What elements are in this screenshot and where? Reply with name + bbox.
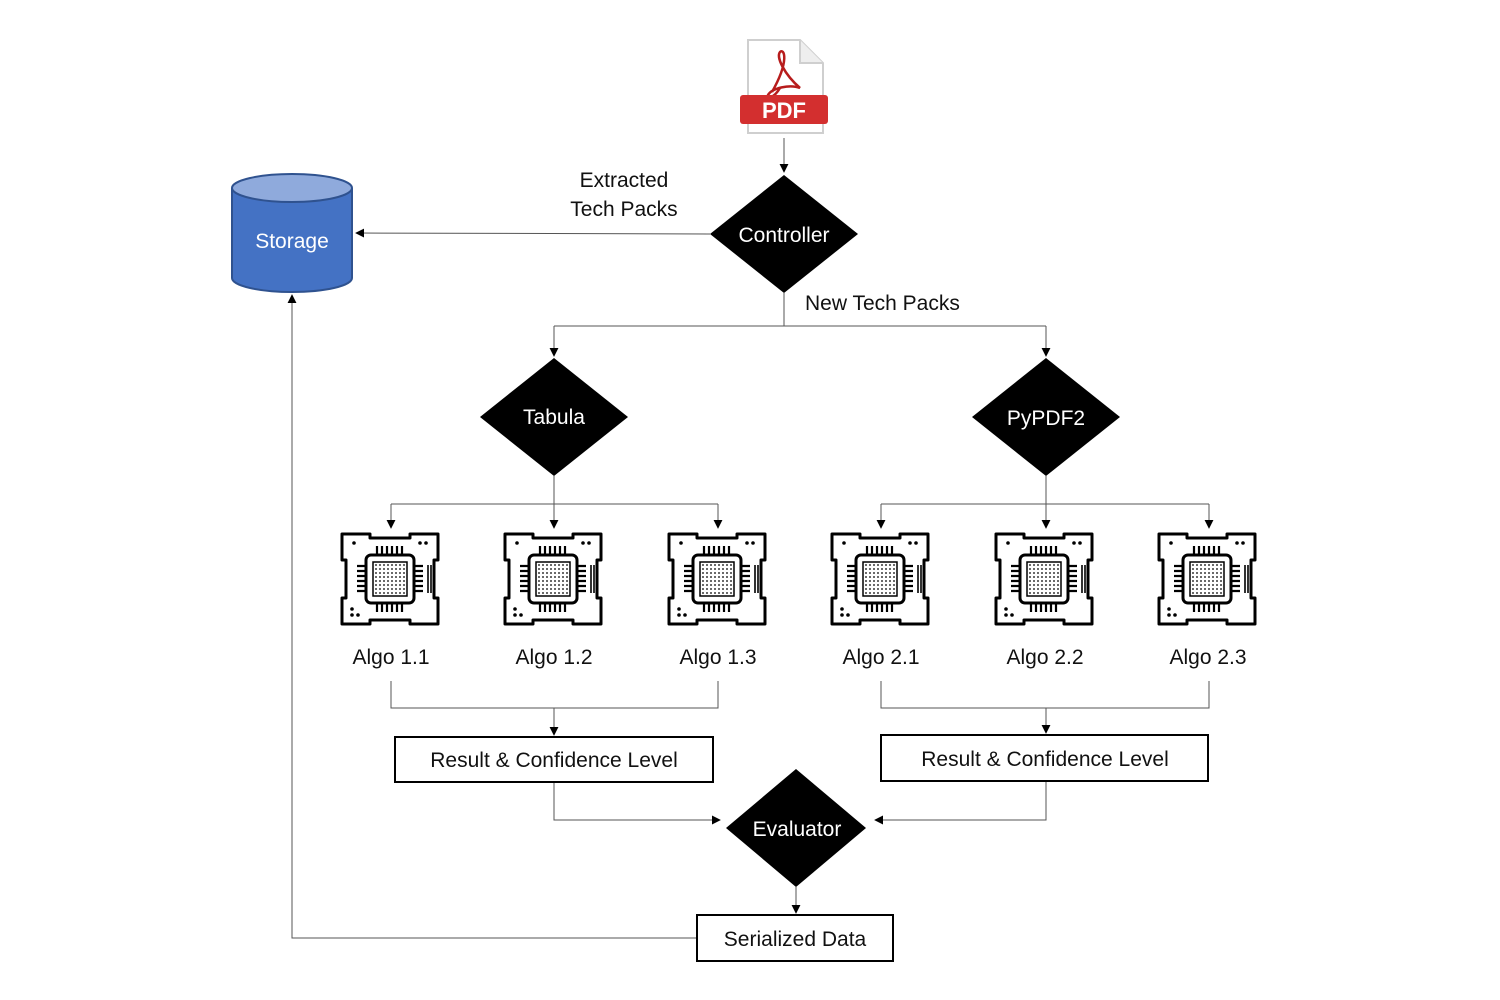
storage-node[interactable]: Storage <box>231 173 353 293</box>
processor-chip-icon <box>994 532 1094 626</box>
evaluator-label: Evaluator <box>753 818 842 841</box>
algo-label: Algo 1.1 <box>352 646 429 669</box>
edge-label-extracted: Extracted <box>580 169 669 192</box>
processor-chip-icon <box>1157 532 1257 626</box>
arrow-result-left-evaluator <box>553 782 721 825</box>
result-box-left[interactable]: Result & Confidence Level <box>394 736 714 783</box>
processor-chip-icon <box>667 532 767 626</box>
result-label-left: Result & Confidence Level <box>430 749 677 772</box>
algo-label: Algo 2.3 <box>1169 646 1246 669</box>
line-algos2-merge <box>880 681 1210 709</box>
tabula-label: Tabula <box>523 406 585 429</box>
arrow-result-right-evaluator <box>874 781 1047 825</box>
pdf-file-icon: PDF <box>740 39 828 134</box>
pypdf2-node[interactable]: PyPDF2 <box>972 358 1120 476</box>
controller-label: Controller <box>738 224 829 247</box>
arrow-serialized-storage <box>287 294 697 939</box>
edge-label-tech-packs: Tech Packs <box>570 198 677 221</box>
algo-label: Algo 1.2 <box>515 646 592 669</box>
algo-node-2-1[interactable]: Algo 2.1 <box>830 532 930 669</box>
result-label-right: Result & Confidence Level <box>921 748 1168 771</box>
controller-node[interactable]: Controller <box>710 175 858 293</box>
algo-label: Algo 2.1 <box>842 646 919 669</box>
result-box-right[interactable]: Result & Confidence Level <box>880 734 1209 782</box>
pypdf2-label: PyPDF2 <box>1007 407 1085 430</box>
processor-chip-icon <box>503 532 603 626</box>
processor-chip-icon <box>830 532 930 626</box>
algo-node-1-3[interactable]: Algo 1.3 <box>667 532 767 669</box>
connectors <box>287 138 1214 939</box>
evaluator-node[interactable]: Evaluator <box>726 769 866 887</box>
processor-chip-icon <box>340 532 440 626</box>
tabula-node[interactable]: Tabula <box>480 358 628 476</box>
algo-node-2-3[interactable]: Algo 2.3 <box>1157 532 1257 669</box>
algo-node-1-2[interactable]: Algo 1.2 <box>503 532 603 669</box>
algo-node-1-1[interactable]: Algo 1.1 <box>340 532 440 669</box>
algo-node-2-2[interactable]: Algo 2.2 <box>994 532 1094 669</box>
line-algos1-merge <box>390 681 719 709</box>
pdf-badge-label: PDF <box>762 98 806 123</box>
pdf-badge <box>740 95 828 124</box>
serialized-data-label: Serialized Data <box>724 928 867 951</box>
edge-label-new-tech-packs: New Tech Packs <box>805 292 960 315</box>
serialized-data-box[interactable]: Serialized Data <box>696 914 894 962</box>
algo-label: Algo 2.2 <box>1006 646 1083 669</box>
algo-label: Algo 1.3 <box>679 646 756 669</box>
storage-label: Storage <box>255 230 329 253</box>
arrow-controller-storage <box>355 228 711 238</box>
